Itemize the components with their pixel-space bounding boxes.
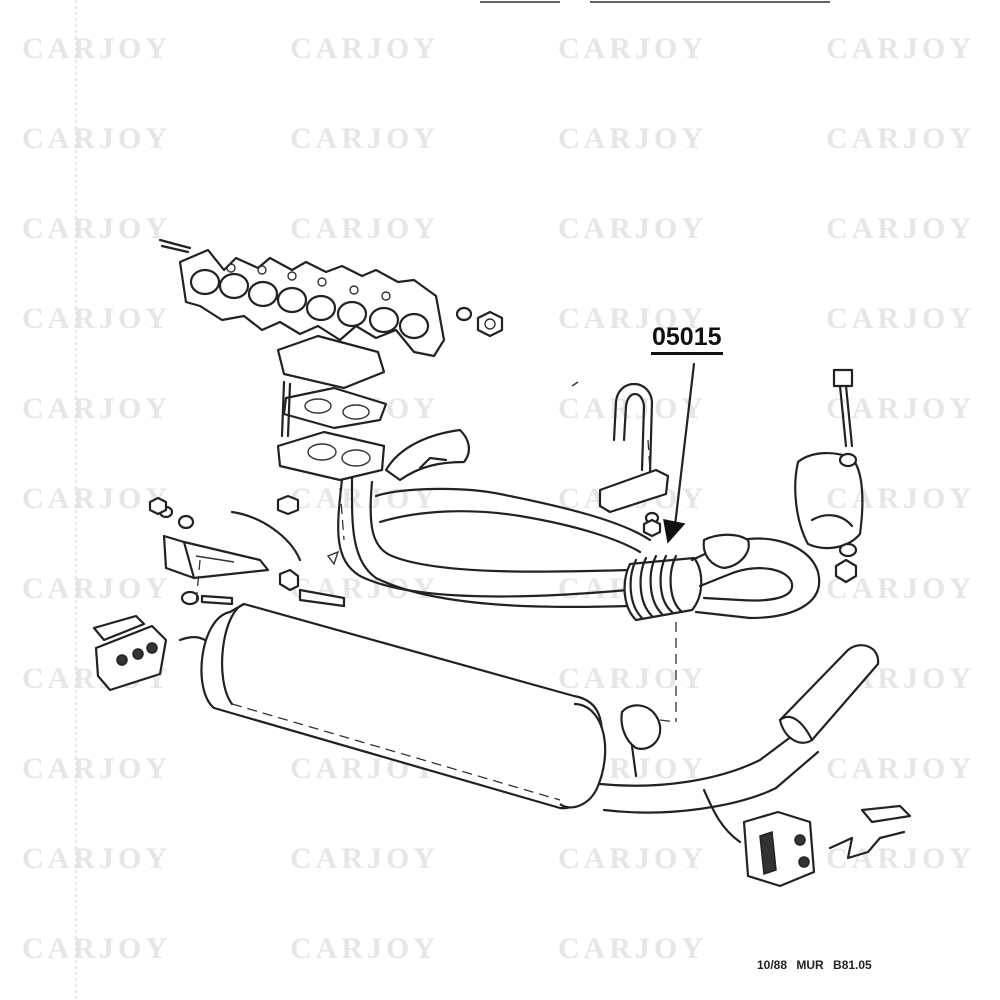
watermark: CARJOY (558, 302, 707, 335)
watermark: CARJOY (558, 122, 707, 155)
exhaust-manifold (178, 248, 446, 390)
watermark: CARJOY (558, 392, 707, 425)
front-exhaust-pipes (337, 476, 652, 609)
watermark: CARJOY (22, 392, 171, 425)
watermark: CARJOY (826, 212, 975, 245)
watermark: CARJOY (22, 752, 171, 785)
watermark: CARJOY (22, 212, 171, 245)
flexible-joint (623, 554, 703, 622)
watermark: CARJOY (22, 482, 171, 515)
watermark: CARJOY (290, 842, 439, 875)
watermark: CARJOY (290, 122, 439, 155)
flange-gasket (282, 386, 388, 430)
gasket-studs (280, 380, 292, 438)
watermark: CARJOY (22, 122, 171, 155)
drawing-reference: 10/88 MUR B81.05 (757, 958, 872, 972)
watermark: CARJOY (558, 662, 707, 695)
watermark: CARJOY (290, 212, 439, 245)
watermark: CARJOY (558, 32, 707, 65)
u-bolt-clamp (598, 383, 670, 538)
rubber-hanger-rear (742, 804, 912, 888)
watermark: CARJOY (290, 932, 439, 965)
callout-arrow (663, 362, 696, 544)
flange-nut (276, 494, 300, 516)
watermark: CARJOY (558, 932, 707, 965)
heat-shield (384, 428, 470, 482)
watermark: CARJOY (22, 32, 171, 65)
watermark: CARJOY (22, 302, 171, 335)
manifold-stud (158, 238, 192, 254)
down-pipe-flange (276, 430, 386, 482)
watermark: CARJOY (826, 482, 975, 515)
rubber-hanger-front (92, 614, 216, 692)
watermark: CARJOY (826, 302, 975, 335)
watermark: CARJOY (22, 572, 171, 605)
manifold-nut (455, 306, 504, 338)
watermark: CARJOY (22, 842, 171, 875)
scan-specks (326, 381, 579, 566)
part-number-label: 05015 (651, 322, 723, 355)
watermark: CARJOY (826, 122, 975, 155)
hanger-bolt (832, 368, 858, 584)
intermediate-pipe (690, 533, 821, 620)
watermark: CARJOY (826, 32, 975, 65)
watermark: CARJOY (290, 482, 439, 515)
heat-shield-right (794, 452, 864, 550)
watermark: CARJOY (558, 842, 707, 875)
assembly-guide-lines (195, 439, 677, 723)
watermark: CARJOY (826, 752, 975, 785)
watermark: CARJOY (290, 32, 439, 65)
tail-pipe (598, 644, 880, 844)
page-edge-marks (75, 0, 830, 1000)
rear-silencer (200, 602, 662, 810)
front-bracket (148, 496, 346, 608)
watermark: CARJOY (558, 212, 707, 245)
watermark: CARJOY (22, 932, 171, 965)
